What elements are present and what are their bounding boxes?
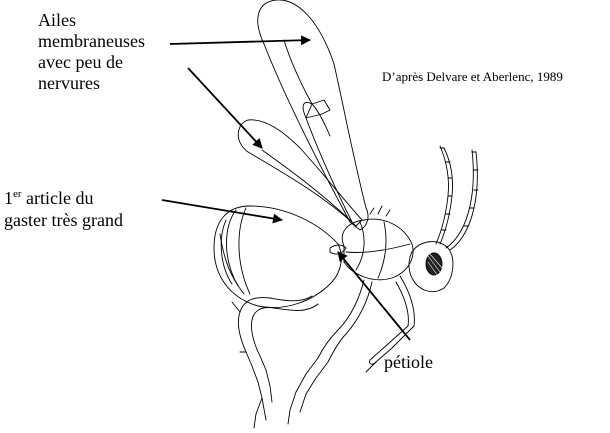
gaster-label-rest: article du — [22, 188, 94, 208]
gaster-label-line-2: gaster très grand — [4, 210, 123, 231]
source-credit: D’après Delvare et Aberlenc, 1989 — [382, 70, 563, 85]
wings-arrow-2 — [188, 68, 262, 148]
wings-label-line-3: avec peu de — [38, 52, 123, 73]
wings-label-line-4: nervures — [38, 73, 100, 94]
antenna — [436, 146, 449, 244]
petiole-label: pétiole — [384, 352, 433, 373]
wings-arrow-1 — [170, 40, 310, 44]
gaster-outline — [214, 206, 341, 308]
wings-label-line-1: Ailes — [38, 10, 76, 31]
gaster-arrow — [162, 200, 282, 220]
wings-label-line-2: membraneuses — [38, 31, 145, 52]
petiole-arrow — [338, 252, 410, 340]
hind-leg — [238, 296, 312, 420]
front-leg — [369, 276, 414, 364]
gaster-label-number: 1 — [4, 188, 13, 208]
forewing-outline — [258, 0, 368, 230]
gaster-label-superscript: er — [13, 188, 22, 200]
gaster-label-line-1: 1er article du — [4, 188, 94, 209]
forewing-vein — [303, 103, 352, 222]
middle-leg — [288, 280, 364, 424]
